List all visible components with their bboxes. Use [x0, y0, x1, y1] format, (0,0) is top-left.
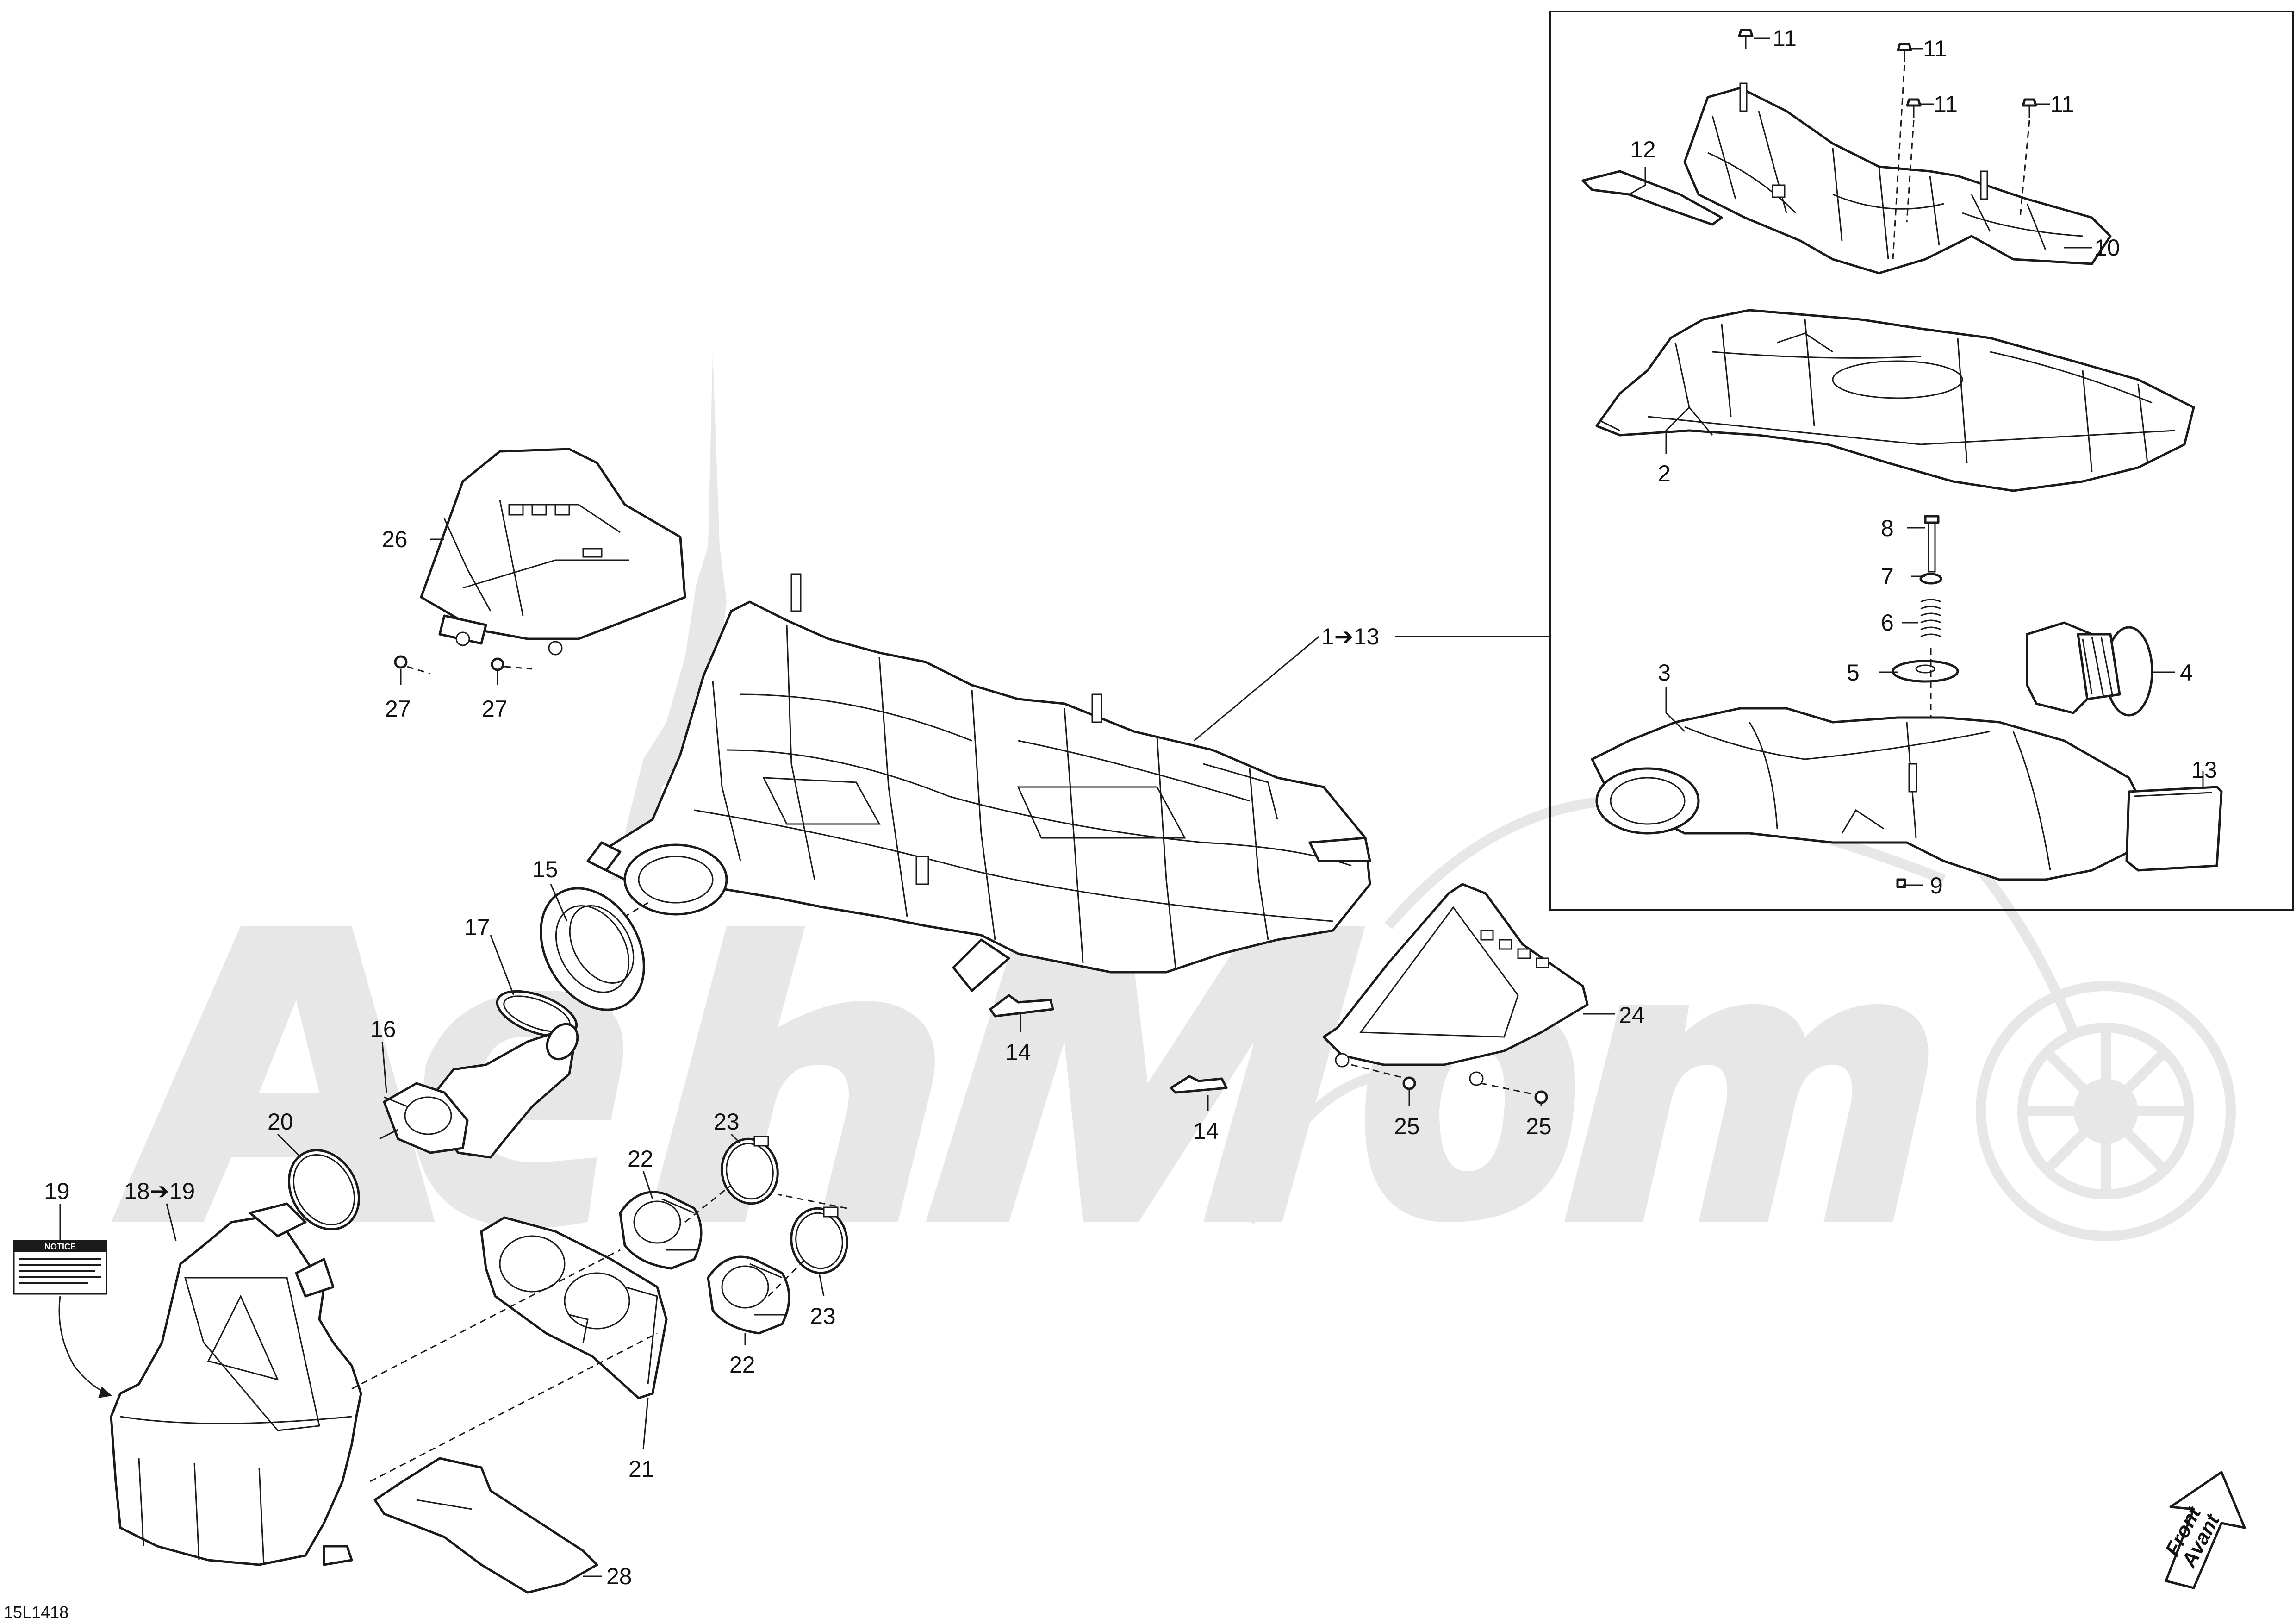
front-arrow-icon	[2165, 1471, 2246, 1589]
callout-23a: 23	[714, 1109, 740, 1135]
callout-20: 20	[268, 1109, 293, 1135]
callout-5: 5	[1847, 660, 1860, 686]
callout-14a: 14	[1005, 1039, 1031, 1065]
callout-12: 12	[1630, 137, 1656, 162]
part-23-clamp-a	[721, 1136, 779, 1205]
arrow-head-icon	[98, 1387, 112, 1398]
part-25-screws	[1351, 1064, 1548, 1104]
callout-22a: 22	[628, 1146, 653, 1172]
callout-2: 2	[1658, 461, 1671, 487]
callout-26: 26	[382, 526, 408, 552]
callout-23b: 23	[810, 1303, 836, 1329]
callout-1-to-13: 1➔13	[1321, 624, 1379, 650]
callout-17: 17	[464, 914, 490, 940]
notice-label-heading: NOTICE	[44, 1242, 76, 1251]
part-19-notice-label: NOTICE	[13, 1240, 107, 1295]
callout-4: 4	[2180, 660, 2193, 686]
callout-22b: 22	[729, 1352, 755, 1378]
part-1-main-airbox	[586, 573, 1371, 992]
callout-27b: 27	[482, 696, 508, 722]
leader-lines	[59, 37, 2204, 1577]
part-2-middle-housing	[1595, 309, 2195, 492]
part-8-bolt	[1924, 515, 1940, 573]
part-9-nut	[1896, 878, 1906, 888]
part-22-coupler-b	[707, 1255, 790, 1335]
callout-8: 8	[1881, 515, 1894, 541]
callout-11d: 11	[2050, 91, 2074, 117]
callout-3: 3	[1658, 660, 1671, 686]
part-11-screws	[1738, 29, 2037, 260]
part-12-foam-seal	[1581, 170, 1723, 226]
part-20-gasket	[288, 1149, 360, 1230]
part-3-lower-housing	[1591, 707, 2149, 881]
part-6-spring	[1920, 599, 1941, 637]
callout-24: 24	[1619, 1002, 1645, 1028]
part-23-clamp-b	[790, 1206, 848, 1274]
callout-9: 9	[1930, 873, 1943, 899]
part-5-disc	[1892, 660, 1959, 683]
part-13-insert	[2125, 786, 2223, 872]
callout-6: 6	[1881, 610, 1894, 636]
callout-25b: 25	[1526, 1113, 1552, 1139]
part-16-duct	[379, 1023, 579, 1159]
callout-11b: 11	[1923, 36, 1947, 62]
part-15-ring	[540, 887, 645, 1011]
callout-19: 19	[44, 1178, 70, 1204]
callout-21: 21	[628, 1456, 654, 1482]
part-28-pad	[373, 1457, 598, 1594]
part-22-coupler-a	[619, 1191, 703, 1270]
callout-27a: 27	[385, 696, 411, 722]
part-7-washer	[1919, 573, 1942, 585]
part-14-clip-b	[1170, 1075, 1228, 1094]
callout-10: 10	[2094, 235, 2120, 261]
part-24-bracket	[1322, 883, 1589, 1086]
exploded-view-inset-box	[1549, 11, 2294, 911]
callout-14b: 14	[1193, 1118, 1219, 1144]
callout-16: 16	[370, 1016, 396, 1042]
part-18-inlet-box	[110, 1202, 362, 1566]
callout-28: 28	[606, 1563, 632, 1589]
callout-25a: 25	[1394, 1113, 1420, 1139]
part-4-filter	[2026, 621, 2153, 717]
callout-13: 13	[2191, 757, 2217, 783]
drawing-code: 15L1418	[4, 1603, 68, 1622]
callout-11a: 11	[1773, 25, 1797, 51]
callout-15: 15	[532, 856, 558, 882]
part-27-screws	[394, 655, 533, 675]
callout-labels: 11 11 11 11 12 10 2 8 7 6 5 4 3 13 9 1➔1…	[44, 25, 2217, 1589]
callout-7: 7	[1881, 563, 1894, 589]
label-arrow	[58, 1296, 107, 1394]
front-direction-indicator: Front Avant	[2161, 1471, 2246, 1589]
callout-18-to-19: 18➔19	[124, 1178, 195, 1204]
callout-11c: 11	[1934, 91, 1958, 117]
part-14-clip-a	[989, 994, 1054, 1018]
part-26-upper-bracket	[420, 448, 686, 656]
